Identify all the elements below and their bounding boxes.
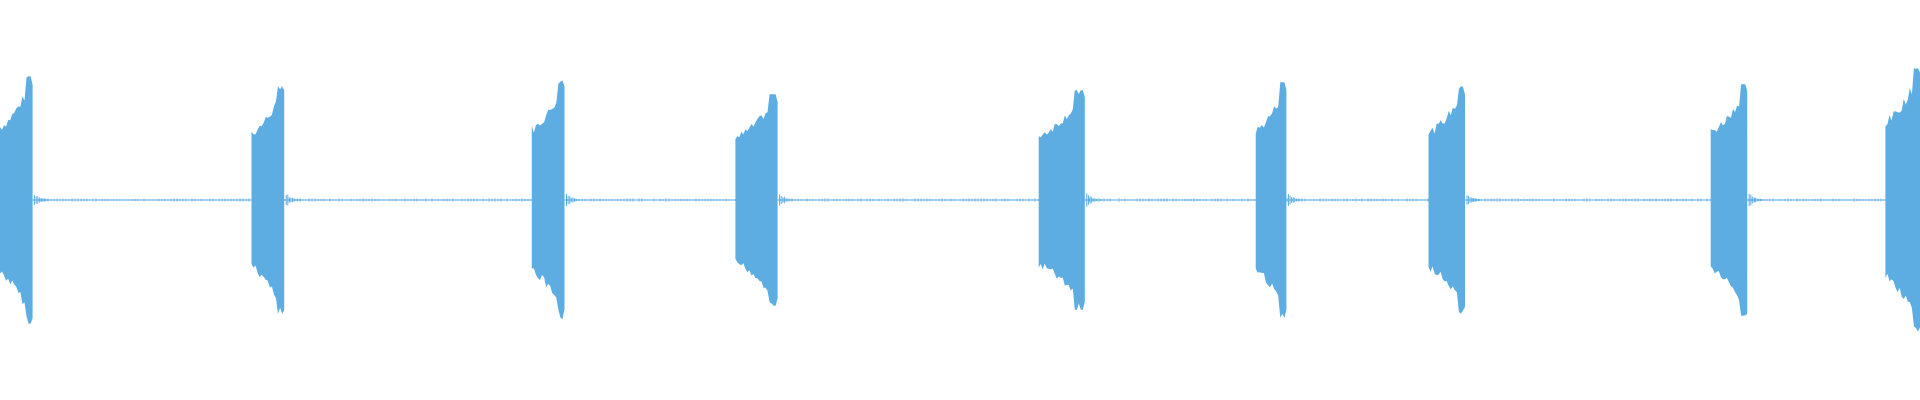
waveform-burst-shape bbox=[1710, 84, 1748, 316]
waveform-burst-shape bbox=[1428, 86, 1465, 314]
waveform-burst bbox=[1885, 68, 1920, 332]
waveform-burst-shape bbox=[531, 80, 565, 320]
waveform-burst-shape bbox=[1255, 82, 1287, 318]
waveform-burst-shape bbox=[251, 86, 285, 314]
waveform-noise-floor bbox=[0, 198, 1918, 202]
waveform-burst bbox=[1710, 84, 1771, 316]
waveform-burst-shape bbox=[1885, 68, 1920, 332]
waveform-burst-shape bbox=[0, 76, 33, 324]
waveform-bursts bbox=[0, 68, 1920, 332]
